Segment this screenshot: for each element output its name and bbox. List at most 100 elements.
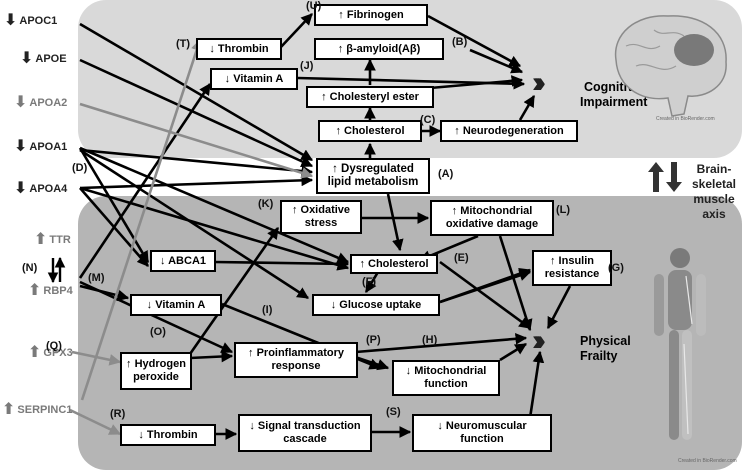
beta-amyloid-box: ↑ β-amyloid(Aβ) <box>314 38 444 60</box>
box-line: ↓ Signal transduction <box>249 420 361 432</box>
glucose-uptake-box: ↓ Glucose uptake <box>312 294 440 316</box>
box-line: stress <box>304 217 338 229</box>
label-u: (U) <box>306 0 322 12</box>
brain-illustration <box>614 15 727 117</box>
cholesterol-top-box: ↑ Cholesterol <box>318 120 422 142</box>
box-line: lipid metabolism <box>327 176 419 188</box>
gene-apoa2: ⬇APOA2 <box>14 94 68 111</box>
down-arrow-icon: ⬇ <box>14 180 28 197</box>
label-c: (C) <box>420 114 436 126</box>
box-line: ↑ Proinflammatory <box>248 347 344 359</box>
gene-label: APOA4 <box>29 183 68 195</box>
gene-label: SERPINC1 <box>17 404 73 416</box>
body-credit: Created in BioRender.com <box>678 458 737 464</box>
label-e: (E) <box>454 252 469 264</box>
brain-credit: Created in BioRender.com <box>656 116 715 122</box>
label-h: (H) <box>422 334 438 346</box>
bidirectional-arrows-icon <box>648 162 682 192</box>
axis-line: muscle axis <box>693 192 735 221</box>
label-f: (F) <box>362 276 377 288</box>
label-d: (D) <box>72 162 88 174</box>
box-line: resistance <box>544 268 600 280</box>
label-l: (L) <box>556 204 571 216</box>
outcome-line: Frailty <box>580 349 618 363</box>
gene-label: RBP4 <box>43 285 73 297</box>
thrombin-top-box: ↓ Thrombin <box>196 38 282 60</box>
box-line: ↑ Hydrogen <box>126 358 186 370</box>
vitamin-a-bottom-box: ↓ Vitamin A <box>130 294 222 316</box>
label-t: (T) <box>176 38 191 50</box>
neurodegeneration-box: ↑ Neurodegeneration <box>440 120 578 142</box>
gene-label: APOC1 <box>19 15 58 27</box>
gene-ttr: ⬆TTR <box>34 231 71 248</box>
gene-apoe: ⬇APOE <box>20 50 67 67</box>
outcome-line: Impairment <box>580 95 648 109</box>
cholesteryl-ester-box: ↑ Cholesteryl ester <box>306 86 434 108</box>
up-arrow-icon: ⬆ <box>28 344 42 361</box>
label-g: (G) <box>608 262 624 274</box>
gene-apoa4: ⬇APOA4 <box>14 180 68 197</box>
down-arrow-icon: ⬇ <box>14 138 28 155</box>
gene-apoa1: ⬇APOA1 <box>14 138 68 155</box>
box-line: function <box>424 378 468 390</box>
gene-gpx3: ⬆GPX3 <box>28 344 73 361</box>
box-line: ↑ Insulin <box>550 255 594 267</box>
box-line: peroxide <box>133 371 179 383</box>
label-r: (R) <box>110 408 126 420</box>
outcome-line: Physical <box>580 334 631 348</box>
label-n: (N) <box>22 262 38 274</box>
gene-label: APOA2 <box>29 97 68 109</box>
abca1-box: ↓ ABCA1 <box>150 250 216 272</box>
human-body-illustration <box>654 248 706 440</box>
up-arrow-icon: ⬆ <box>2 401 16 418</box>
gene-label: APOE <box>35 53 67 65</box>
down-arrow-icon: ⬇ <box>4 12 18 29</box>
label-q: (Q) <box>46 340 62 352</box>
gene-serpinc1: ⬆SERPINC1 <box>2 401 73 418</box>
up-arrow-icon: ⬆ <box>34 231 48 248</box>
fibrinogen-box: ↑ Fibrinogen <box>314 4 428 26</box>
label-k: (K) <box>258 198 274 210</box>
label-j: (J) <box>300 60 314 72</box>
box-line: cascade <box>283 433 327 445</box>
label-p: (P) <box>366 334 381 346</box>
down-arrow-icon: ⬇ <box>14 94 28 111</box>
box-line: ↑ Oxidative <box>291 204 351 216</box>
gene-apoc1: ⬇APOC1 <box>4 12 58 29</box>
label-a: (A) <box>438 168 454 180</box>
thrombin-bottom-box: ↓ Thrombin <box>120 424 216 446</box>
gene-label: APOA1 <box>29 141 68 153</box>
gene-rbp4: ⬆RBP4 <box>28 282 73 299</box>
label-i: (I) <box>262 304 273 316</box>
cholesterol-bottom-box: ↑ Cholesterol <box>350 254 438 274</box>
down-arrow-icon: ⬇ <box>20 50 34 67</box>
box-line: ↓ Neuromuscular <box>437 420 527 432</box>
axis-line: Brain-skeletal <box>691 162 737 191</box>
box-line: function <box>460 433 504 445</box>
box-line: ↓ Mitochondrial <box>405 365 487 377</box>
label-o: (O) <box>150 326 166 338</box>
vitamin-a-top-box: ↓ Vitamin A <box>210 68 298 90</box>
gene-label: GPX3 <box>43 347 73 359</box>
label-m: (M) <box>88 272 105 284</box>
box-line: ↑ Dysregulated <box>332 163 414 175</box>
box-line: oxidative damage <box>445 218 539 230</box>
label-b: (B) <box>452 36 468 48</box>
box-line: ↑ Mitochondrial <box>451 205 533 217</box>
label-s: (S) <box>386 406 401 418</box>
gene-label: TTR <box>49 234 71 246</box>
box-line: response <box>271 360 321 372</box>
up-arrow-icon: ⬆ <box>28 282 42 299</box>
